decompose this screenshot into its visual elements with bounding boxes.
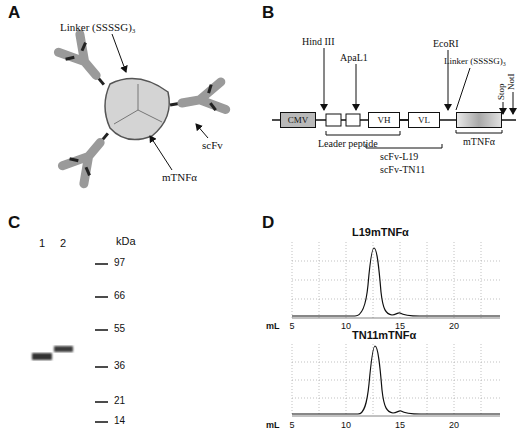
panel-letter: D (262, 214, 274, 231)
site-arrow (324, 48, 325, 110)
part-label: scFv (202, 140, 223, 151)
x-axis (292, 318, 500, 319)
scfv-y-shape (62, 134, 110, 184)
site-label: ApaL1 (340, 53, 368, 63)
node-label: mTNFα (447, 137, 511, 147)
part-label: Linker (SSSSG)₃ (60, 22, 136, 33)
marker-tick (95, 366, 108, 368)
vl-box: VL (408, 112, 440, 128)
scfv-bar (79, 43, 88, 51)
tnf-trimer (105, 79, 169, 140)
trimer-seam (114, 84, 162, 124)
axis-unit: mL (266, 421, 280, 430)
marker-tick (95, 421, 108, 423)
backbone-connector (400, 119, 408, 121)
scfv-bar (207, 85, 212, 94)
bracket (456, 130, 502, 133)
construct-map (272, 48, 516, 148)
x-axis (292, 416, 500, 417)
site-arrow (503, 102, 504, 114)
marker-size: 97 (114, 258, 125, 268)
elution-peak (292, 346, 500, 414)
scfv-arm (58, 34, 114, 93)
construct-label: scFv-TN11 (380, 165, 425, 175)
chart-title: TN11mTNFα (352, 330, 416, 341)
promoter-box: CMV (280, 112, 316, 128)
tick-label: 5 (289, 421, 294, 430)
tick-label: 20 (449, 322, 459, 331)
marker-size: 21 (114, 396, 125, 406)
marker-size: 14 (114, 416, 125, 426)
chromatogram (292, 242, 500, 416)
site-label: Stop (497, 83, 506, 100)
chart-title: L19mTNFα (352, 227, 409, 238)
part-label: Leader peptide (318, 139, 378, 149)
axis-unit: kDa (116, 236, 136, 247)
site-label: EcoRI (433, 39, 459, 49)
panel-letter: C (8, 214, 20, 231)
node-label: VH (369, 116, 399, 125)
sds-gel (32, 264, 108, 422)
tick-label: 20 (449, 421, 459, 430)
leader-box (346, 114, 360, 126)
node-label: CMV (281, 116, 315, 125)
scfv-bar (66, 54, 75, 62)
gel-band (32, 353, 52, 360)
construct-label: scFv-L19 (380, 152, 418, 162)
gel-band (54, 346, 73, 352)
marker-tick (95, 401, 108, 403)
marker-size: 55 (114, 324, 125, 334)
chart-grid (292, 242, 500, 318)
panel-letter: A (8, 4, 20, 21)
marker-tick (95, 296, 108, 298)
marker-tick (95, 263, 108, 265)
part-label: Linker (SSSSG)₃ (444, 57, 506, 66)
tick-label: 15 (395, 421, 405, 430)
scfv-bar (83, 167, 92, 175)
scfv-y-shape (58, 34, 106, 84)
tick-label: 5 (289, 322, 294, 331)
elution-peak (292, 248, 500, 316)
scfv-bar (210, 102, 215, 111)
scfv-arm (62, 124, 118, 183)
marker-size: 66 (114, 291, 125, 301)
tnf-box: mTNFα (456, 112, 502, 128)
axis-unit: mL (266, 322, 280, 331)
tick-label: 10 (341, 421, 351, 430)
scfv-arm (168, 82, 226, 119)
lane-number: 1 (39, 238, 45, 249)
leader-box (326, 114, 341, 126)
bracket (326, 131, 400, 135)
site-label: NotI (507, 74, 516, 91)
scfv-y-shape (179, 82, 225, 117)
marker-tick (95, 329, 108, 331)
linker-pointer (456, 68, 470, 110)
vh-box: VH (368, 112, 400, 128)
chart-grid (292, 344, 500, 416)
site-arrow (513, 92, 514, 114)
leader-line (196, 124, 208, 138)
leader-line (150, 136, 172, 170)
trimer-illustration (58, 34, 225, 184)
tick-label: 10 (341, 322, 351, 331)
leader-line (112, 34, 126, 72)
marker-size: 36 (114, 361, 125, 371)
site-arrow (356, 64, 357, 110)
lane-number: 2 (60, 238, 66, 249)
panel-letter: B (262, 4, 274, 21)
scfv-bar (70, 156, 79, 164)
site-label: Hind III (302, 37, 335, 47)
node-label: VL (409, 116, 439, 125)
part-label: mTNFα (162, 172, 197, 183)
